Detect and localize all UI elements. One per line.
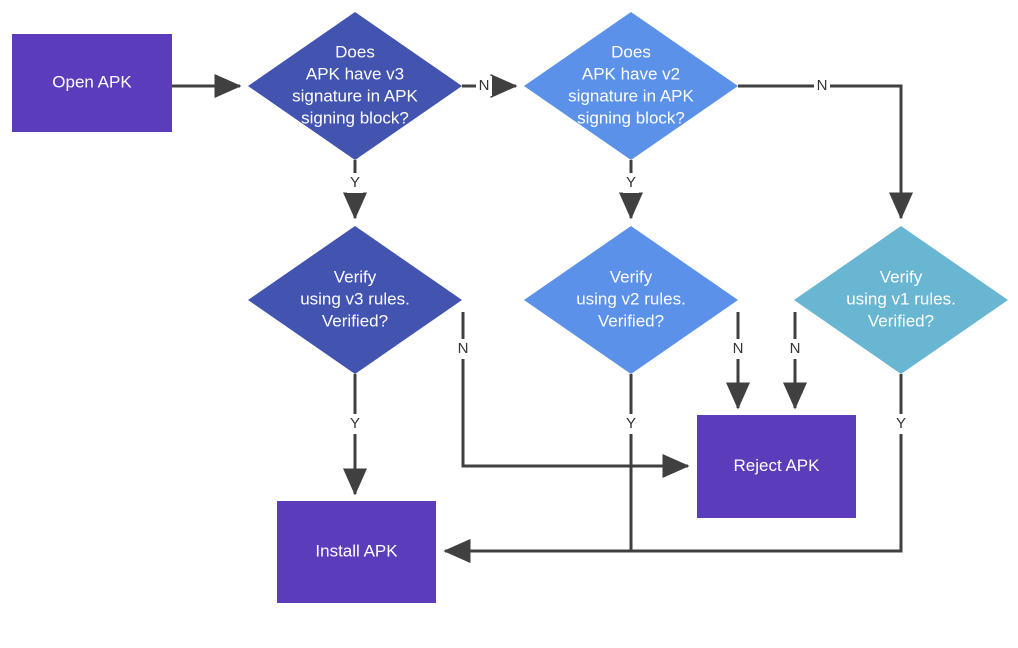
edge-label-hasv3-yes-to-verifyv3: Y bbox=[350, 174, 360, 191]
node-shape-has-v3 bbox=[248, 12, 462, 160]
node-reject-apk[interactable]: Reject APK bbox=[697, 415, 856, 518]
edge-label-halo bbox=[787, 339, 803, 359]
edge-label-halo bbox=[347, 414, 363, 434]
edge-label-halo bbox=[623, 173, 639, 193]
edge-label-hasv2-yes-to-verifyv2: Y bbox=[626, 174, 636, 191]
node-open-apk[interactable]: Open APK bbox=[12, 34, 172, 132]
edge-label-hasv2-no-to-verifyv1: N bbox=[817, 77, 828, 94]
edge-label-halo bbox=[814, 76, 830, 96]
node-shape-verify-v1 bbox=[794, 226, 1008, 374]
node-shape-open-apk bbox=[12, 34, 172, 132]
edge-label-halo bbox=[476, 76, 492, 96]
edge-label-verifyv1-no-to-reject: N bbox=[790, 340, 801, 357]
edge-verifyv3-no-to-reject bbox=[461, 312, 690, 478]
node-shape-verify-v2 bbox=[524, 226, 738, 374]
edge-label-halo bbox=[455, 339, 471, 359]
node-shape-has-v2 bbox=[524, 12, 738, 160]
edge-hasv2-no-to-verifyv1 bbox=[738, 84, 913, 220]
node-shape-install-apk bbox=[277, 501, 436, 603]
node-shape-verify-v3 bbox=[248, 226, 462, 374]
edge-labels-layer: N Y N Y Y N N Y N Y bbox=[347, 76, 909, 434]
edge-label-verifyv2-yes-to-install: Y bbox=[626, 415, 636, 432]
edge-label-halo bbox=[730, 339, 746, 359]
edge-label-hasv3-no-to-hasv2: N bbox=[479, 77, 490, 94]
edge-label-verifyv3-yes-to-install: Y bbox=[350, 415, 360, 432]
edge-label-verifyv2-no-to-reject: N bbox=[733, 340, 744, 357]
node-install-apk[interactable]: Install APK bbox=[277, 501, 436, 603]
edge-label-halo bbox=[347, 173, 363, 193]
edge-label-halo bbox=[893, 414, 909, 434]
node-shape-reject-apk bbox=[697, 415, 856, 518]
edge-verifyv2-yes-to-install bbox=[443, 374, 633, 563]
edge-label-verifyv1-yes-to-install: Y bbox=[896, 415, 906, 432]
edge-label-halo bbox=[623, 414, 639, 434]
edge-label-verifyv3-no-to-reject: N bbox=[458, 340, 469, 357]
